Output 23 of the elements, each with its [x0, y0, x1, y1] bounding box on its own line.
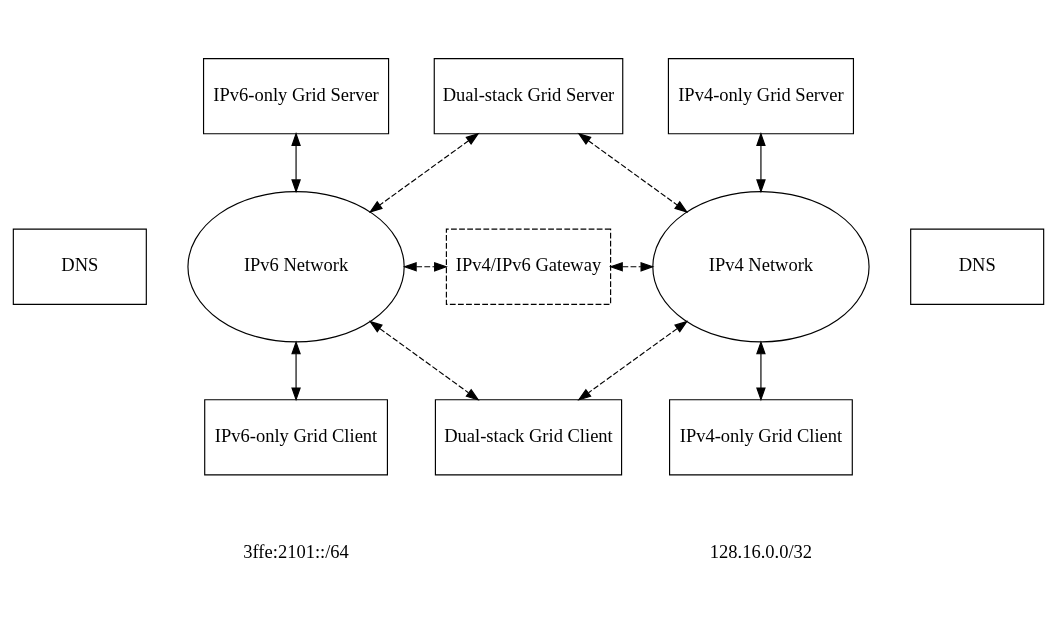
node-box: IPv4/IPv6 Gateway: [445, 228, 612, 305]
label: 3ffe:2101::/64: [243, 541, 349, 562]
node-ellipse: IPv4 Network: [652, 190, 870, 342]
node-box: Dual-stack Grid Client: [434, 398, 623, 475]
node-box: IPv6-only Grid Client: [204, 398, 388, 475]
node-box: IPv4-only Grid Server: [667, 57, 855, 134]
arrow: [756, 339, 766, 401]
arrow: [291, 339, 301, 401]
node-box: DNS: [12, 228, 147, 305]
arrow: [368, 320, 480, 401]
arrow: [756, 131, 766, 193]
node-box: IPv4-only Grid Client: [669, 398, 853, 475]
arrow: [577, 132, 689, 213]
label: 128.16.0.0/32: [709, 541, 813, 562]
arrow: [402, 261, 448, 272]
node-box: DNS: [910, 228, 1045, 305]
arrow: [291, 131, 301, 193]
arrow: [368, 132, 480, 213]
arrow: [608, 261, 655, 272]
node-box: IPv6-only Grid Server: [203, 57, 390, 134]
node-ellipse: IPv6 Network: [187, 190, 405, 342]
arrow: [577, 320, 689, 401]
node-box: Dual-stack Grid Server: [433, 57, 624, 134]
